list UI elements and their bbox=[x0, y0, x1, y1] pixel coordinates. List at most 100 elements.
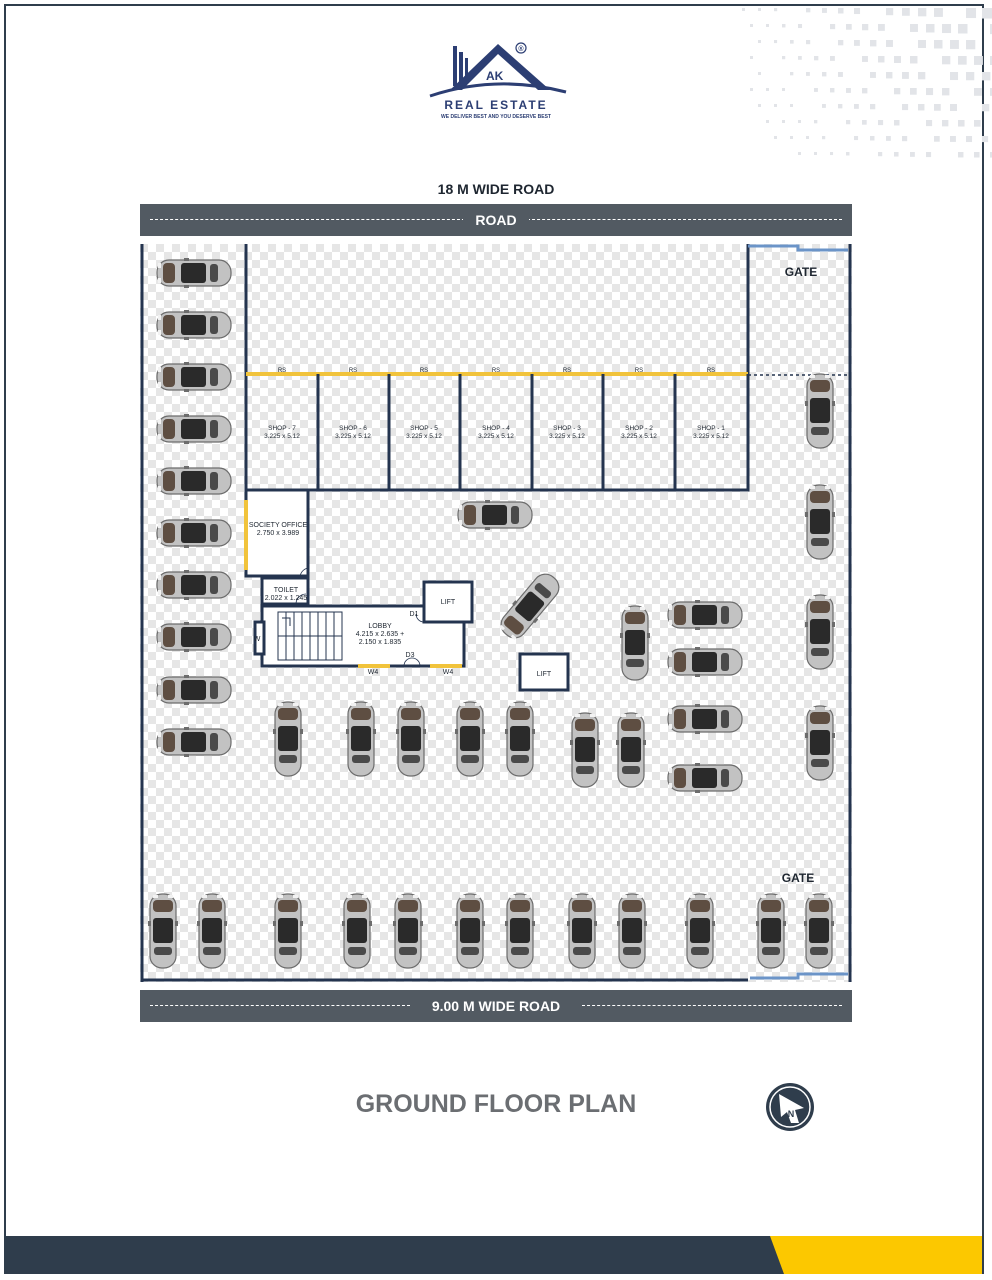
decorative-dot bbox=[806, 136, 809, 139]
shop-size: 3.225 x 5.12 bbox=[478, 433, 514, 440]
decorative-dot bbox=[822, 8, 827, 13]
decorative-dot bbox=[774, 40, 778, 44]
car-icon bbox=[667, 762, 743, 794]
decorative-dot bbox=[894, 56, 901, 63]
decorative-dot bbox=[902, 104, 909, 111]
decorative-dot bbox=[870, 72, 876, 78]
decorative-dot bbox=[814, 120, 818, 124]
decorative-dot bbox=[790, 40, 794, 44]
decorative-dot bbox=[966, 40, 976, 50]
decorative-dot bbox=[790, 72, 794, 76]
decorative-dot bbox=[782, 56, 786, 60]
decorative-dot bbox=[830, 56, 835, 61]
lobby-size-2: 2.150 x 1.835 bbox=[359, 639, 402, 646]
decorative-dot bbox=[966, 72, 975, 81]
decorative-dot bbox=[878, 24, 885, 31]
top-road: ROAD bbox=[140, 204, 852, 236]
window-w bbox=[253, 620, 266, 656]
society-office-label: SOCIETY OFFICE bbox=[249, 522, 308, 529]
decorative-dot bbox=[782, 88, 785, 91]
car-icon bbox=[156, 726, 232, 758]
shop-size: 3.225 x 5.12 bbox=[549, 433, 585, 440]
window-w4-label: W4 bbox=[368, 669, 379, 676]
decorative-dot bbox=[942, 88, 950, 96]
decorative-dot bbox=[822, 136, 826, 140]
decorative-dot bbox=[766, 88, 769, 91]
car-icon bbox=[272, 893, 304, 969]
top-road-caption: 18 M WIDE ROAD bbox=[437, 181, 555, 197]
car-icon bbox=[156, 257, 232, 289]
car-icon bbox=[616, 893, 648, 969]
decorative-dot bbox=[902, 136, 908, 142]
decorative-dot bbox=[942, 120, 949, 127]
car-icon bbox=[804, 484, 836, 560]
gate-openings bbox=[748, 244, 848, 980]
shop-name: SHOP - 5 bbox=[410, 425, 438, 432]
house-roof-logo-icon: ® AK bbox=[429, 42, 567, 98]
decorative-dot bbox=[974, 152, 980, 158]
rolling-shutter-label: RS bbox=[420, 368, 428, 374]
shop-size: 3.225 x 5.12 bbox=[693, 433, 729, 440]
decorative-dot bbox=[990, 56, 992, 65]
decorative-dot bbox=[854, 136, 859, 141]
car-icon bbox=[684, 893, 716, 969]
decorative-dot bbox=[750, 88, 753, 91]
decorative-dot bbox=[902, 8, 910, 16]
toilet-label: TOILET bbox=[274, 587, 299, 594]
lift-2-label: LIFT bbox=[537, 671, 552, 678]
decorative-dot bbox=[846, 152, 850, 156]
decorative-dot bbox=[990, 88, 992, 96]
car-icon bbox=[156, 674, 232, 706]
decorative-dot bbox=[766, 24, 769, 27]
decorative-dot bbox=[798, 24, 803, 29]
decorative-dot bbox=[926, 120, 933, 127]
car-icon bbox=[457, 499, 533, 531]
decorative-dot bbox=[774, 104, 777, 107]
car-icon bbox=[156, 569, 232, 601]
decorative-dot bbox=[830, 152, 834, 156]
road-lane-marking bbox=[150, 219, 470, 220]
decorative-dot bbox=[894, 152, 899, 157]
decorative-dot bbox=[790, 136, 793, 139]
staircase bbox=[277, 611, 343, 661]
decorative-dot bbox=[934, 136, 940, 142]
car-icon bbox=[804, 373, 836, 449]
bottom-road-label: 9.00 M WIDE ROAD bbox=[419, 998, 573, 1014]
road-lane-marking bbox=[582, 1005, 842, 1006]
decorative-dot bbox=[918, 104, 925, 111]
decorative-dot bbox=[854, 40, 860, 46]
decorative-dot bbox=[958, 24, 968, 34]
car-icon bbox=[619, 605, 651, 681]
shop-size: 3.225 x 5.12 bbox=[406, 433, 442, 440]
decorative-dot bbox=[942, 56, 951, 65]
car-icon bbox=[569, 712, 601, 788]
car-icon bbox=[454, 701, 486, 777]
decorative-dot bbox=[862, 88, 868, 94]
decorative-dot bbox=[862, 56, 868, 62]
decorative-dot bbox=[782, 120, 785, 123]
decorative-dot bbox=[830, 88, 835, 93]
decorative-dot bbox=[798, 56, 802, 60]
lobby-label: LOBBY bbox=[368, 623, 392, 630]
decorative-dot bbox=[974, 120, 981, 127]
bottom-gate-label: GATE bbox=[782, 871, 814, 885]
car-icon bbox=[341, 893, 373, 969]
car-icon bbox=[667, 703, 743, 735]
registered-mark: ® bbox=[518, 45, 524, 53]
toilet-size: 2.022 x 1.245 bbox=[265, 595, 308, 602]
decorative-dot bbox=[950, 136, 956, 142]
decorative-dot bbox=[846, 24, 852, 30]
decorative-dot bbox=[758, 72, 761, 75]
decorative-dot bbox=[966, 136, 973, 143]
decorative-dot bbox=[798, 120, 801, 123]
decorative-dot bbox=[758, 104, 761, 107]
road-lane-marking bbox=[522, 219, 842, 220]
decorative-dot bbox=[766, 120, 769, 123]
decorative-dot bbox=[990, 24, 992, 35]
decorative-dot bbox=[918, 40, 926, 48]
decorative-dot bbox=[910, 56, 918, 64]
decorative-dot bbox=[894, 88, 901, 95]
decorative-dot bbox=[798, 152, 801, 155]
car-icon bbox=[392, 893, 424, 969]
